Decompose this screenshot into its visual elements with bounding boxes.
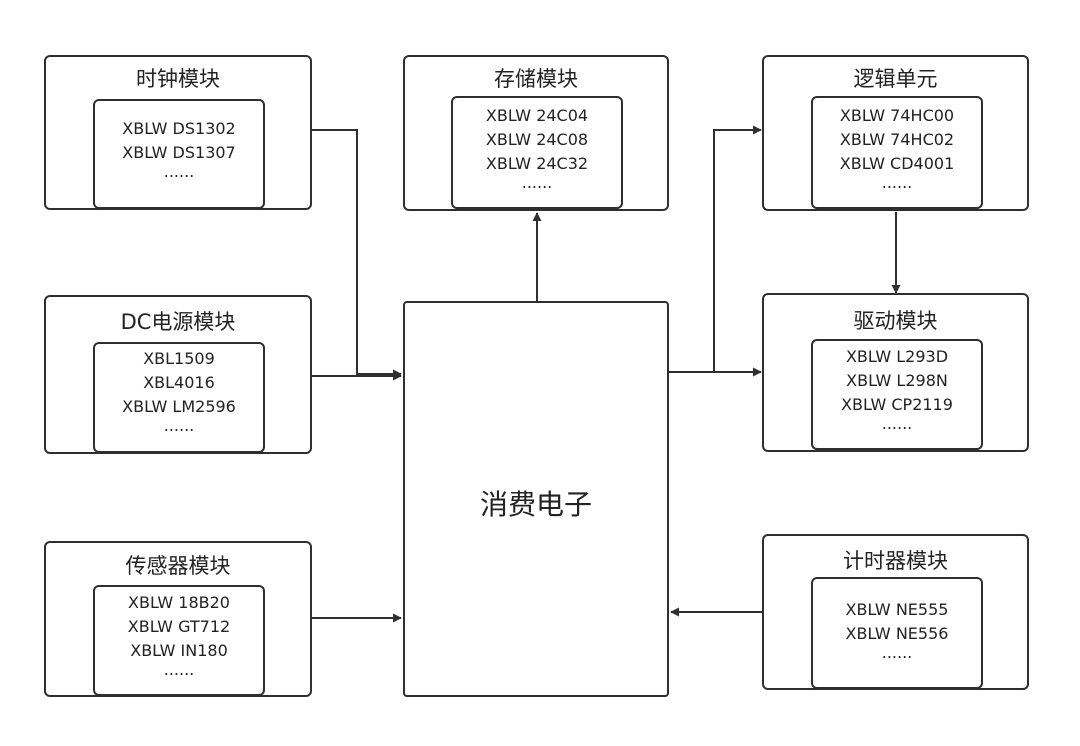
part-item: XBLW 24C08 bbox=[485, 130, 589, 149]
part-item: XBLW DS1302 bbox=[122, 119, 236, 138]
logic-module-title: 逻辑单元 bbox=[853, 67, 938, 91]
part-item: XBLW GT712 bbox=[127, 617, 231, 636]
storage-parts-box: XBLW 24C04 XBLW 24C08 XBLW 24C32 ...... bbox=[451, 96, 623, 209]
sensor-module: 传感器模块 XBLW 18B20 XBLW GT712 XBLW IN180 .… bbox=[44, 541, 312, 697]
part-item: XBLW NE556 bbox=[845, 624, 949, 643]
timer-parts-box: XBLW NE555 XBLW NE556 ...... bbox=[811, 577, 983, 689]
timer-module-title: 计时器模块 bbox=[843, 549, 948, 573]
clock-module-title: 时钟模块 bbox=[136, 67, 220, 91]
driver-parts-list: XBLW L293D XBLW L298N XBLW CP2119 ...... bbox=[813, 345, 981, 433]
clock-module: 时钟模块 XBLW DS1302 XBLW DS1307 ...... bbox=[44, 55, 312, 210]
sensor-module-title: 传感器模块 bbox=[125, 554, 231, 578]
part-ellipsis: ...... bbox=[163, 660, 195, 679]
logic-parts-box: XBLW 74HC00 XBLW 74HC02 XBLW CD4001 ....… bbox=[811, 96, 983, 209]
logic-module: 逻辑单元 XBLW 74HC00 XBLW 74HC02 XBLW CD4001… bbox=[762, 55, 1029, 211]
center-label: 消费电子 bbox=[479, 488, 592, 521]
part-item: XBLW DS1307 bbox=[122, 143, 236, 162]
timer-parts-list: XBLW NE555 XBLW NE556 ...... bbox=[813, 598, 981, 662]
power-parts-box: XBL1509 XBL4016 XBLW LM2596 ...... bbox=[93, 342, 265, 453]
part-item: XBLW 24C32 bbox=[485, 154, 589, 173]
part-item: XBLW 18B20 bbox=[128, 593, 230, 612]
storage-module: 存储模块 XBLW 24C04 XBLW 24C08 XBLW 24C32 ..… bbox=[403, 55, 669, 211]
part-ellipsis: ...... bbox=[163, 162, 195, 181]
clock-parts-box: XBLW DS1302 XBLW DS1307 ...... bbox=[93, 99, 265, 209]
driver-module-title: 驱动模块 bbox=[853, 309, 938, 333]
part-item: XBL1509 bbox=[143, 349, 215, 368]
power-module-title: DC电源模块 bbox=[120, 310, 236, 334]
part-item: XBLW L298N bbox=[846, 371, 948, 390]
part-ellipsis: ...... bbox=[881, 414, 913, 433]
power-parts-list: XBL1509 XBL4016 XBLW LM2596 ...... bbox=[95, 347, 263, 435]
driver-module: 驱动模块 XBLW L293D XBLW L298N XBLW CP2119 .… bbox=[762, 293, 1029, 452]
sensor-parts-box: XBLW 18B20 XBLW GT712 XBLW IN180 ...... bbox=[93, 585, 265, 696]
logic-parts-list: XBLW 74HC00 XBLW 74HC02 XBLW CD4001 ....… bbox=[813, 104, 981, 192]
storage-module-title: 存储模块 bbox=[494, 67, 578, 91]
part-item: XBLW LM2596 bbox=[122, 397, 236, 416]
power-module: DC电源模块 XBL1509 XBL4016 XBLW LM2596 .....… bbox=[44, 295, 312, 454]
part-item: XBLW NE555 bbox=[845, 600, 949, 619]
part-item: XBL4016 bbox=[143, 373, 215, 392]
storage-parts-list: XBLW 24C04 XBLW 24C08 XBLW 24C32 ...... bbox=[453, 104, 621, 192]
part-item: XBLW 24C04 bbox=[485, 106, 589, 125]
part-item: XBLW 74HC02 bbox=[839, 130, 955, 149]
part-ellipsis: ...... bbox=[163, 416, 195, 435]
arrow-center-to-logic bbox=[669, 125, 762, 373]
part-item: XBLW CP2119 bbox=[841, 395, 953, 414]
driver-parts-box: XBLW L293D XBLW L298N XBLW CP2119 ...... bbox=[811, 339, 983, 450]
arrow-clock-to-center bbox=[312, 129, 402, 379]
part-ellipsis: ...... bbox=[881, 173, 913, 192]
sensor-parts-list: XBLW 18B20 XBLW GT712 XBLW IN180 ...... bbox=[95, 591, 263, 679]
part-item: XBLW IN180 bbox=[130, 641, 228, 660]
consumer-electronics-box: 消费电子 bbox=[403, 301, 669, 697]
part-item: XBLW L293D bbox=[845, 347, 949, 366]
part-ellipsis: ...... bbox=[521, 173, 553, 192]
part-item: XBLW CD4001 bbox=[839, 154, 955, 173]
clock-parts-list: XBLW DS1302 XBLW DS1307 ...... bbox=[95, 117, 263, 181]
part-item: XBLW 74HC00 bbox=[839, 106, 955, 125]
timer-module: 计时器模块 XBLW NE555 XBLW NE556 ...... bbox=[762, 534, 1029, 690]
part-ellipsis: ...... bbox=[881, 643, 913, 662]
